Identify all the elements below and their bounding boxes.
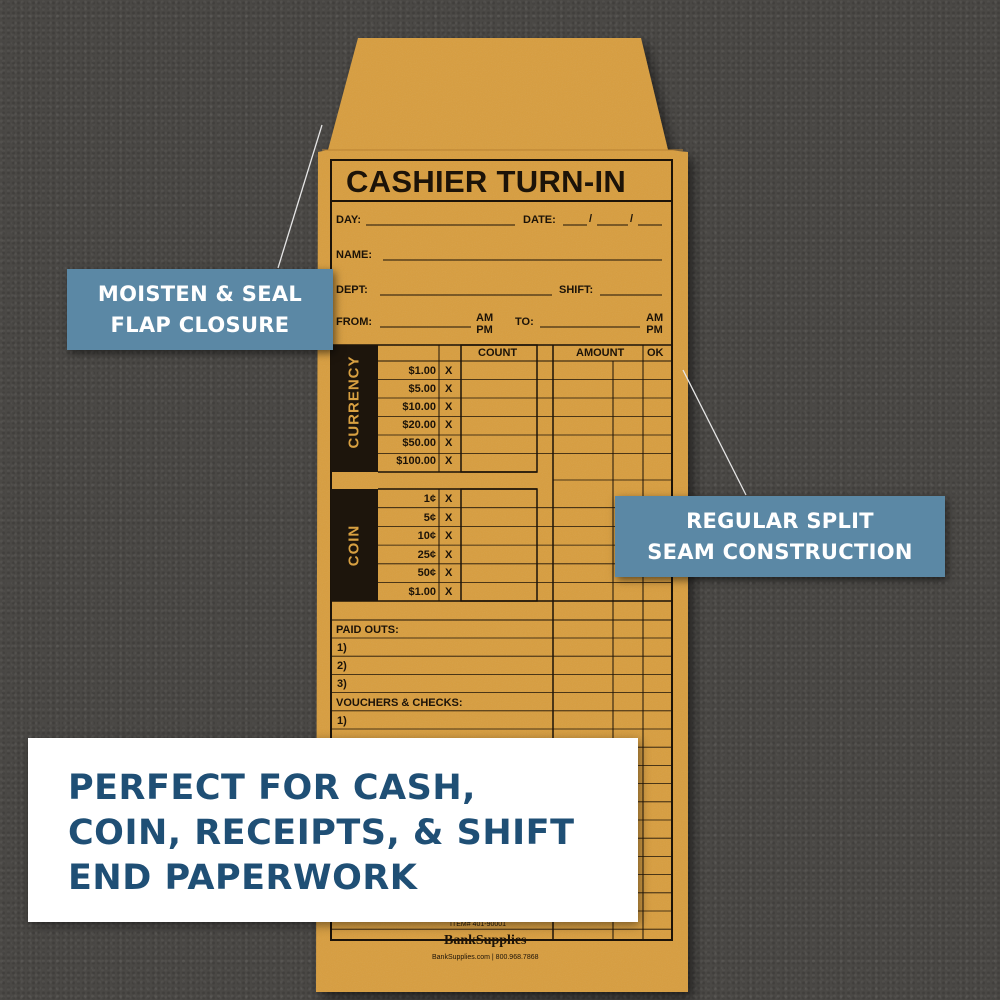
fill-in-lines bbox=[366, 224, 662, 328]
currency-denomination: $10.00 bbox=[402, 401, 436, 413]
coin-denomination: 1¢ bbox=[423, 493, 436, 505]
vouchers-label: VOUCHERS & CHECKS: bbox=[336, 697, 463, 709]
coin-multiply-sign: X bbox=[445, 530, 453, 542]
ok-column-header: OK bbox=[647, 347, 664, 359]
feature-banner-text: PERFECT FOR CASH, COIN, RECEIPTS, & SHIF… bbox=[68, 768, 575, 898]
from-am-pm: AM PM bbox=[476, 312, 494, 336]
currency-multiply-sign: X bbox=[445, 419, 453, 431]
item-number: ITEM# 401-90001 bbox=[450, 921, 507, 928]
currency-multiply-sign: X bbox=[445, 383, 453, 395]
flap-callout-connector bbox=[277, 124, 323, 269]
coin-multiply-sign: X bbox=[445, 567, 453, 579]
coin-denomination: 10¢ bbox=[417, 530, 436, 542]
currency-side-label-bg bbox=[331, 345, 378, 472]
to-am-pm: AM PM bbox=[646, 312, 664, 336]
currency-side-label: CURRENCY bbox=[345, 355, 363, 449]
coin-denomination: $1.00 bbox=[408, 585, 436, 598]
coin-denomination: 50¢ bbox=[417, 567, 436, 579]
seam-construction-callout: REGULAR SPLIT SEAM CONSTRUCTION bbox=[615, 496, 945, 577]
form-title: CASHIER TURN-IN bbox=[346, 164, 627, 199]
name-label: NAME: bbox=[336, 249, 373, 261]
coin-denomination: 5¢ bbox=[423, 511, 436, 524]
coin-side-label: COIN bbox=[345, 524, 363, 567]
currency-multiply-sign: X bbox=[445, 455, 453, 467]
voucher-item-1: 1) bbox=[337, 715, 347, 727]
brand-logo: BankSupplies bbox=[444, 933, 527, 948]
coin-multiply-sign: X bbox=[445, 585, 453, 598]
currency-denomination: $20.00 bbox=[402, 419, 436, 431]
date-label: DATE: bbox=[523, 214, 556, 226]
currency-denomination: $1.00 bbox=[408, 365, 436, 377]
currency-multiply-sign: X bbox=[445, 365, 453, 377]
flap-closure-callout: MOISTEN & SEAL FLAP CLOSURE bbox=[67, 269, 333, 350]
count-column-header: COUNT bbox=[478, 347, 518, 359]
paid-out-item-1: 1) bbox=[337, 642, 347, 654]
coin-side-label-bg bbox=[331, 489, 378, 601]
currency-denomination: $50.00 bbox=[402, 437, 436, 449]
currency-denomination: $5.00 bbox=[408, 383, 436, 395]
paid-out-item-2: 2) bbox=[337, 660, 347, 672]
date-separator-2: / bbox=[630, 213, 634, 225]
coin-multiply-sign: X bbox=[445, 548, 453, 561]
coin-multiply-sign: X bbox=[445, 511, 453, 524]
paid-outs-label: PAID OUTS: bbox=[336, 624, 399, 636]
shift-label: SHIFT: bbox=[559, 284, 594, 296]
coin-multiply-sign: X bbox=[445, 493, 453, 505]
paid-out-item-3: 3) bbox=[337, 678, 347, 690]
dept-label: DEPT: bbox=[336, 284, 368, 296]
coin-denomination: 25¢ bbox=[417, 548, 436, 561]
currency-denomination: $100.00 bbox=[396, 455, 436, 467]
date-separator-1: / bbox=[589, 213, 593, 225]
currency-multiply-sign: X bbox=[445, 401, 453, 413]
to-label: TO: bbox=[515, 316, 534, 328]
from-label: FROM: bbox=[336, 316, 373, 328]
currency-multiply-sign: X bbox=[445, 437, 453, 449]
seam-callout-connector bbox=[682, 369, 747, 496]
brand-contact: BankSupplies.com | 800.968.7868 bbox=[432, 954, 539, 961]
feature-banner: PERFECT FOR CASH, COIN, RECEIPTS, & SHIF… bbox=[28, 738, 638, 922]
day-label: DAY: bbox=[336, 214, 362, 226]
amount-column-header: AMOUNT bbox=[576, 347, 625, 359]
